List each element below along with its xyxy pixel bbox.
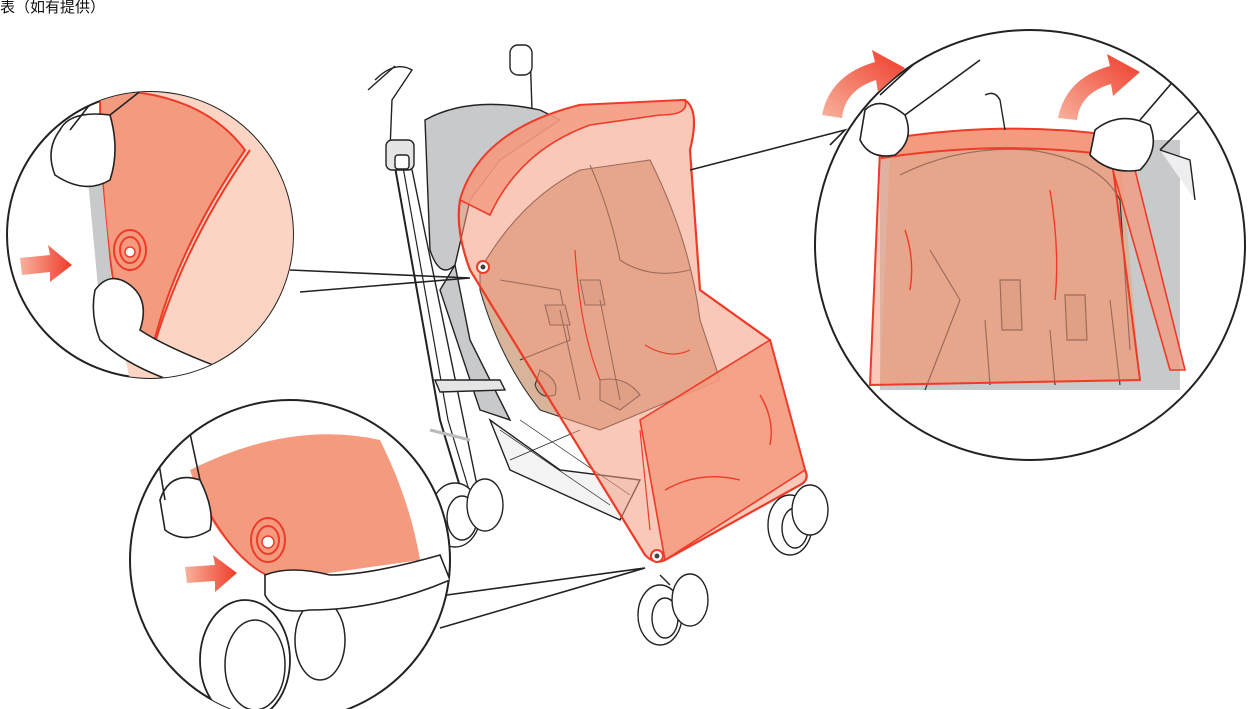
- caption: 表（如有提供）: [0, 0, 105, 17]
- bottom-detail-panel: [130, 400, 450, 709]
- left-detail-panel: [7, 40, 300, 390]
- rain-cover: [459, 100, 807, 562]
- front-left-wheel: [638, 574, 708, 645]
- right-detail-panel: [815, 30, 1245, 460]
